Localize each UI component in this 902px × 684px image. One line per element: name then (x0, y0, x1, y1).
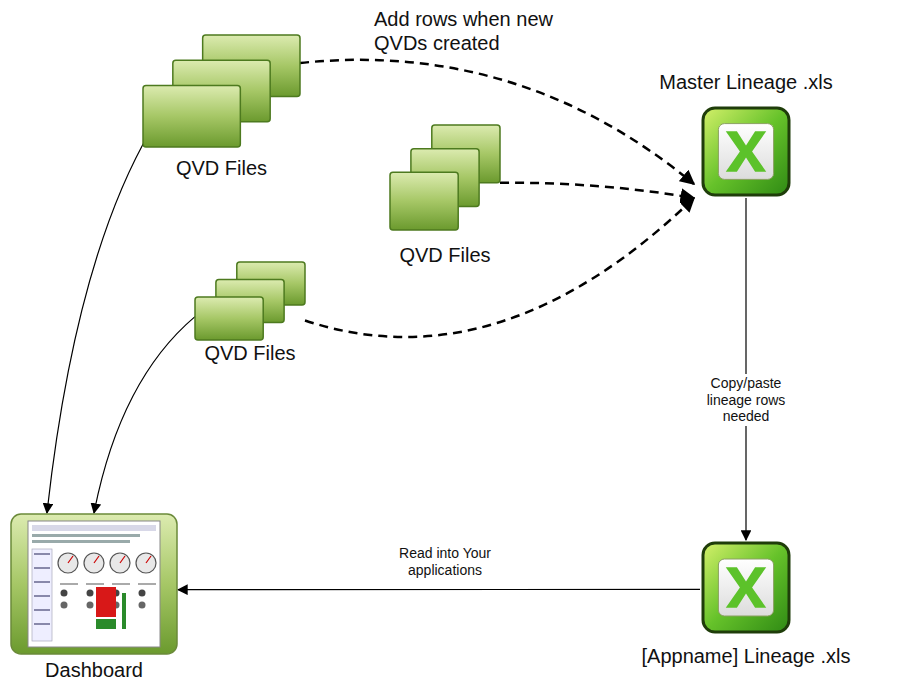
icon-part (68, 556, 73, 563)
icon-part (34, 581, 50, 583)
node-label: QVD Files (176, 157, 267, 179)
icon-part (34, 609, 50, 611)
arrow-line (178, 589, 700, 590)
arrow-line (745, 198, 746, 540)
icon-part (703, 108, 789, 195)
icon-part (34, 623, 50, 625)
icon-part (60, 583, 78, 585)
icon-part (120, 556, 125, 563)
icon-part (718, 124, 773, 180)
icon-part (32, 549, 52, 641)
icon-part (726, 567, 766, 607)
edge-label: Copy/paste lineage rows needed (689, 374, 803, 426)
icon-part (86, 583, 104, 585)
stack-icon (390, 125, 500, 230)
icon-part (61, 590, 68, 597)
dash-icon (10, 513, 178, 655)
icon-part (390, 172, 458, 230)
node-label: QVD Files (204, 342, 295, 364)
node-label: QVD Files (399, 244, 490, 266)
icon-part (726, 131, 766, 171)
icon-part (110, 553, 130, 573)
icon-part (195, 297, 263, 340)
arrow-line (47, 130, 151, 513)
icon-part (146, 556, 151, 563)
node-label: [Appname] Lineage .xls (641, 645, 850, 667)
excel-icon (700, 540, 792, 635)
node-label: Master Lineage .xls (659, 71, 832, 93)
icon-part (32, 534, 140, 537)
arrow-line (94, 317, 195, 513)
icon-part (96, 587, 116, 617)
icon-part (139, 602, 146, 609)
icon-part (32, 540, 130, 543)
icon-part (58, 553, 78, 573)
dashed-arrow (305, 198, 694, 337)
edge-label: Read into Your applications (363, 544, 527, 580)
icon-part (87, 602, 94, 609)
icon-part (718, 559, 773, 616)
qvd-stack: QVD Files (143, 35, 300, 147)
icon-part (11, 514, 177, 654)
icon-part (112, 583, 130, 585)
dashed-arrow (500, 183, 694, 198)
icon-part (94, 556, 99, 563)
qvd-stack: QVD Files (195, 262, 305, 340)
icon-part (32, 525, 156, 531)
edge-label: Add rows when new QVDs created (372, 6, 566, 56)
excel-file: [Appname] Lineage .xls (700, 540, 792, 635)
icon-part (139, 590, 146, 597)
icon-part (96, 619, 116, 629)
qvd-stack: QVD Files (390, 125, 500, 230)
stack-icon (195, 262, 305, 340)
icon-part (61, 602, 68, 609)
icon-part (28, 521, 160, 647)
dashboard-screen: Dashboard (10, 513, 178, 655)
icon-part (136, 553, 156, 573)
dashed-arrow (300, 60, 694, 184)
icon-part (122, 593, 126, 629)
icon-part (34, 553, 50, 555)
icon-part (84, 553, 104, 573)
icon-part (34, 595, 50, 597)
excel-icon (700, 105, 792, 198)
icon-part (87, 590, 94, 597)
stack-icon (143, 35, 300, 147)
node-label: Dashboard (45, 659, 143, 681)
icon-part (703, 543, 789, 632)
icon-part (34, 567, 50, 569)
icon-part (143, 85, 240, 147)
icon-part (138, 583, 156, 585)
excel-file: Master Lineage .xls (700, 105, 792, 198)
